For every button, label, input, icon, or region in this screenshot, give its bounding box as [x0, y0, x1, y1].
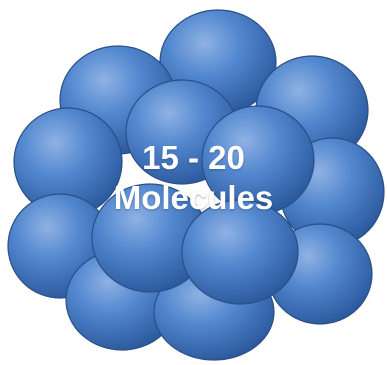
molecule-count-range: 15 - 20: [142, 139, 245, 176]
molecule-count-label: 15 - 20 Molecules: [0, 138, 387, 218]
molecule-sphere: [181, 199, 299, 305]
molecule-count-unit: Molecules: [113, 179, 274, 216]
